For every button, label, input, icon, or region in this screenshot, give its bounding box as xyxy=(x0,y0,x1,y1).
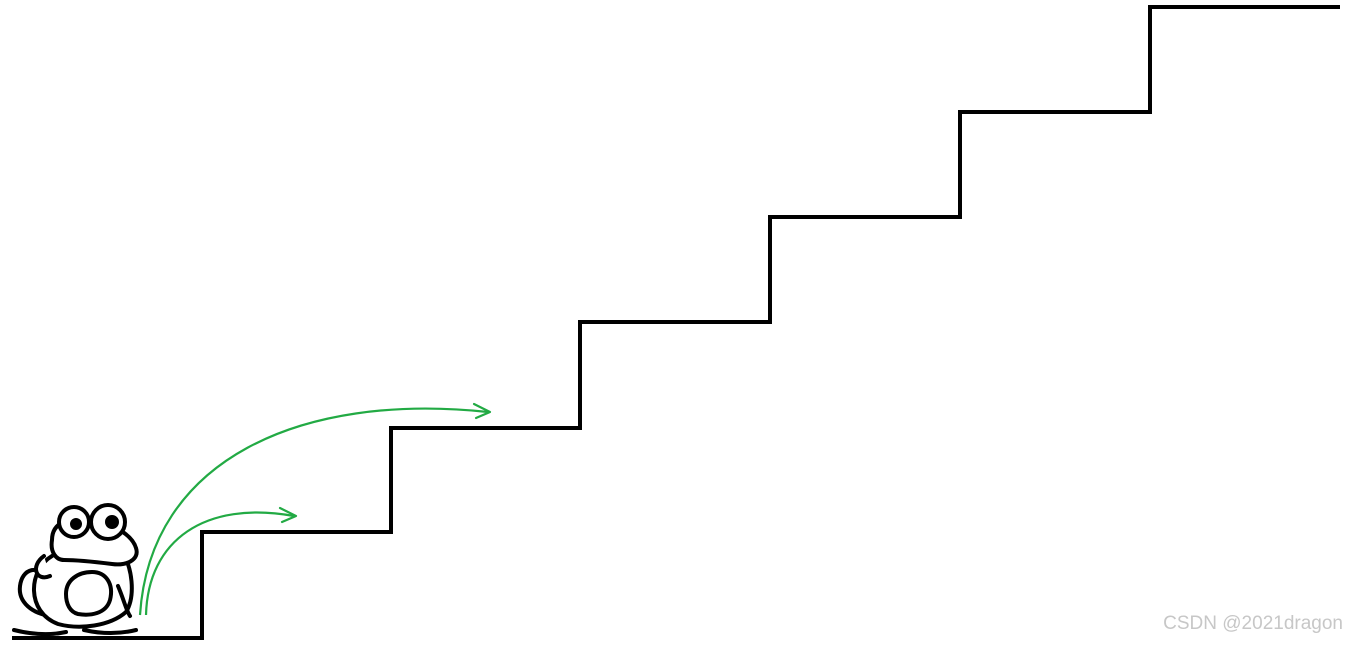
staircase-path xyxy=(12,5,1340,640)
jump-arrow-one-step xyxy=(144,506,298,616)
frog-icon xyxy=(12,503,139,637)
watermark-text: CSDN @2021dragon xyxy=(1163,613,1343,634)
jump-arrow-two-steps xyxy=(138,402,492,616)
